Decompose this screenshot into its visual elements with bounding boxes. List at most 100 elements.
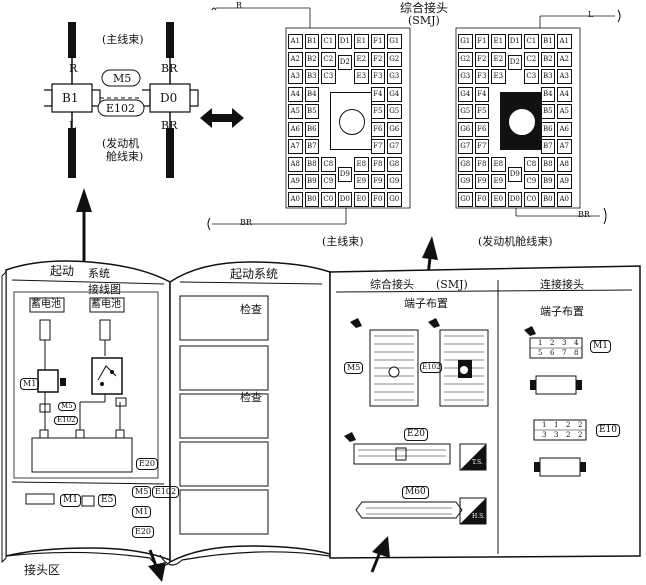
book-header-system: 系统	[88, 267, 110, 280]
terminal-cell: E1	[491, 34, 506, 49]
terminal-cell: C2	[524, 51, 539, 67]
middle-page-header: 起动系统	[230, 267, 279, 281]
connector-m5-label: M5	[113, 72, 132, 85]
check-label-1: 检查	[240, 303, 262, 316]
pin-number: 3	[562, 339, 567, 347]
pin-number: 1	[538, 339, 543, 347]
joint-terminal-layout: 端子布置	[540, 305, 584, 318]
terminal-cell: B0	[304, 191, 319, 207]
engine-harness-label-2: 舱线束)	[106, 150, 144, 163]
terminal-cell: B1	[540, 34, 555, 49]
terminal-cell: G7	[387, 139, 402, 154]
terminal-cell: G2	[387, 51, 402, 67]
pin-number: 6	[550, 349, 555, 357]
tag-m1: M1	[20, 378, 40, 390]
terminal-cell: C8	[524, 156, 539, 172]
connector-b1-label: B1	[62, 91, 79, 105]
terminal-cell: C1	[524, 34, 539, 49]
terminal-cell: G9	[387, 174, 402, 189]
terminal-cell: A5	[288, 104, 303, 119]
smj-section-title: 综合接头	[370, 278, 414, 291]
joint-tag-m1: M1	[590, 340, 611, 353]
connector-area-caption: 接头区	[24, 563, 61, 577]
bottom-tag-m1: M1	[60, 494, 81, 507]
battery-label-2: 蓄电池	[91, 299, 121, 310]
terminal-cell: C8	[321, 156, 336, 172]
terminal-cell: G3	[458, 69, 473, 84]
joint-tag-e10: E10	[596, 424, 621, 437]
terminal-cell: B1	[304, 34, 319, 49]
side-tag-m1: M1	[132, 506, 152, 518]
terminal-cell: B0	[540, 191, 555, 207]
terminal-cell: G7	[458, 139, 473, 154]
terminal-cell: A3	[557, 69, 572, 84]
terminal-cell: C9	[524, 174, 539, 189]
terminal-cell: E8	[354, 156, 369, 172]
smj-title-sub: (SMJ)	[408, 14, 440, 27]
terminal-cell: G0	[458, 191, 473, 207]
terminal-cell: G2	[458, 51, 473, 67]
smj-engine-grid	[455, 27, 581, 209]
terminal-cell: A3	[288, 69, 303, 84]
smj-section-title-sub: (SMJ)	[436, 278, 468, 291]
side-tag-e102: E102	[152, 486, 180, 498]
wire-br-bottom-label: BR	[161, 119, 178, 132]
wire-l-callout: L	[588, 10, 594, 19]
terminal-cell: F6	[474, 121, 489, 137]
terminal-cell: B3	[304, 69, 319, 84]
smj-tag-e20: E20	[404, 428, 429, 441]
terminal-cell: A1	[557, 34, 572, 49]
pin-number: 7	[562, 349, 567, 357]
terminal-cell: A6	[557, 121, 572, 137]
engine-center-plate	[500, 92, 542, 150]
terminal-cell: G6	[458, 121, 473, 137]
wiring-diagram-label: 接线图	[88, 283, 121, 296]
terminal-cell: F3	[370, 69, 385, 84]
wire-br-callout-left: BR	[240, 218, 252, 227]
terminal-cell: G9	[458, 174, 473, 189]
pin-number: 2	[578, 421, 583, 429]
center-hole	[509, 109, 535, 135]
battery-label-1: 蓄电池	[31, 299, 61, 310]
pin-number: 2	[566, 421, 571, 429]
terminal-cell: D9	[507, 167, 522, 182]
terminal-cell: E9	[491, 174, 506, 189]
caption-engine-harness: (发动机舱线束)	[478, 235, 553, 248]
joint-section-title: 连接接头	[540, 278, 584, 291]
terminal-cell: E2	[354, 51, 369, 67]
terminal-cell: E1	[354, 34, 369, 49]
terminal-cell: B9	[304, 174, 319, 189]
terminal-cell: F2	[370, 51, 385, 67]
terminal-cell: C1	[321, 34, 336, 49]
terminal-cell: G4	[458, 86, 473, 102]
terminal-cell: F1	[474, 34, 489, 49]
hs-label: H.S.	[472, 513, 485, 520]
terminal-cell: A7	[557, 139, 572, 154]
pin-number: 2	[578, 431, 583, 439]
smj-tag-m60: M60	[402, 486, 429, 499]
side-tag-e20: E20	[132, 526, 155, 538]
terminal-cell: B6	[304, 121, 319, 137]
terminal-cell: F9	[370, 174, 385, 189]
terminal-cell: A8	[557, 156, 572, 172]
terminal-cell: A2	[288, 51, 303, 67]
terminal-cell: B8	[540, 156, 555, 172]
terminal-cell: A8	[288, 156, 303, 172]
terminal-cell: F0	[370, 191, 385, 207]
terminal-cell: C2	[321, 51, 336, 67]
terminal-cell: E0	[354, 191, 369, 207]
terminal-cell: F8	[474, 156, 489, 172]
terminal-cell: B2	[540, 51, 555, 67]
terminal-cell: B5	[304, 104, 319, 119]
terminal-cell: A9	[288, 174, 303, 189]
terminal-cell: C0	[524, 191, 539, 207]
terminal-cell: B2	[304, 51, 319, 67]
smj-terminal-layout: 端子布置	[404, 297, 448, 310]
terminal-cell: G4	[387, 86, 402, 102]
terminal-cell: A0	[288, 191, 303, 207]
terminal-cell: B4	[304, 86, 319, 102]
terminal-cell: F5	[474, 104, 489, 119]
pin-number: 1	[554, 421, 559, 429]
terminal-cell: B3	[540, 69, 555, 84]
